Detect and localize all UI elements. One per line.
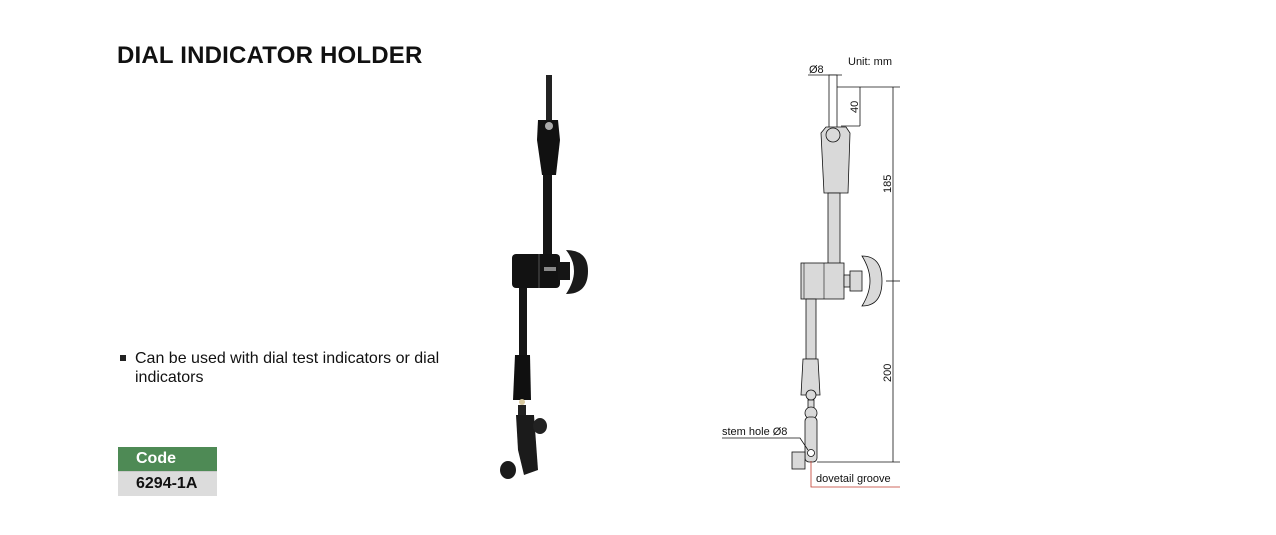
feature-text: Can be used with dial test indicators or… (135, 350, 440, 386)
technical-drawing: Unit: mm Ø8 40 185 200 stem hole Ø8 dove… (722, 56, 900, 488)
dim-185: 185 (882, 175, 894, 193)
dim-200: 200 (882, 364, 894, 382)
feature-item: Can be used with dial test indicators or… (118, 349, 448, 387)
product-photo (500, 75, 588, 479)
code-table: Code 6294-1A (118, 447, 217, 496)
rod-diameter-label: Ø8 (809, 64, 824, 76)
dim-40: 40 (849, 101, 861, 113)
dovetail-groove-label: dovetail groove (816, 473, 891, 485)
stem-hole-label: stem hole Ø8 (722, 426, 787, 438)
code-header: Code (118, 447, 217, 471)
feature-list: Can be used with dial test indicators or… (118, 349, 448, 387)
code-value: 6294-1A (118, 471, 217, 496)
unit-label: Unit: mm (848, 56, 892, 68)
bullet-square-icon (120, 355, 126, 361)
page-title: DIAL INDICATOR HOLDER (117, 42, 423, 69)
